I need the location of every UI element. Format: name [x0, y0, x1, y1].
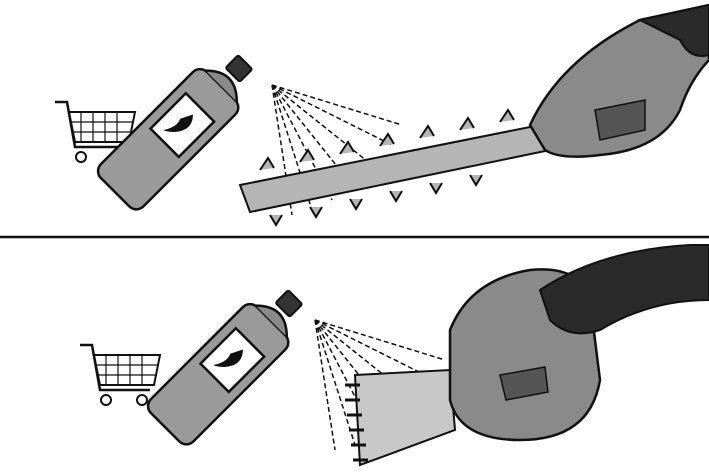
spray-can-icon — [142, 274, 318, 450]
shopping-cart-icon — [78, 343, 162, 407]
panel-hedge-trimmer — [53, 3, 709, 227]
grass-shear-tool — [345, 244, 709, 467]
hedge-trimmer-tool — [238, 3, 709, 227]
panel-grass-shear — [78, 244, 709, 467]
